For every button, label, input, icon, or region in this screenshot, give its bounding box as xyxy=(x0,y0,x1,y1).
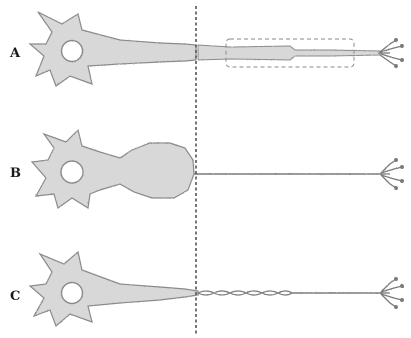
panel-a-label: A xyxy=(9,46,21,61)
panel-b-nucleus xyxy=(61,161,83,183)
panel-b-soma xyxy=(32,130,194,208)
panel-c-soma xyxy=(30,252,198,326)
panel-a-nucleus xyxy=(62,41,83,62)
panel-c-neuron xyxy=(30,252,403,326)
panel-c-twisted-axon xyxy=(198,291,292,295)
panel-a-axon-distal xyxy=(198,45,380,60)
panel-b-neuron xyxy=(32,130,403,208)
panel-a: A xyxy=(9,12,403,86)
panel-c-terminals xyxy=(380,278,403,309)
panel-a-terminals xyxy=(378,39,403,68)
panel-c-nucleus xyxy=(62,283,83,304)
panel-c: C xyxy=(10,252,403,326)
panel-a-soma xyxy=(30,12,196,86)
panel-c-label: C xyxy=(10,289,20,304)
panel-b-terminals xyxy=(380,159,403,190)
panel-b: B xyxy=(10,130,403,208)
panel-b-label: B xyxy=(10,166,21,181)
panel-a-neuron xyxy=(30,12,403,86)
